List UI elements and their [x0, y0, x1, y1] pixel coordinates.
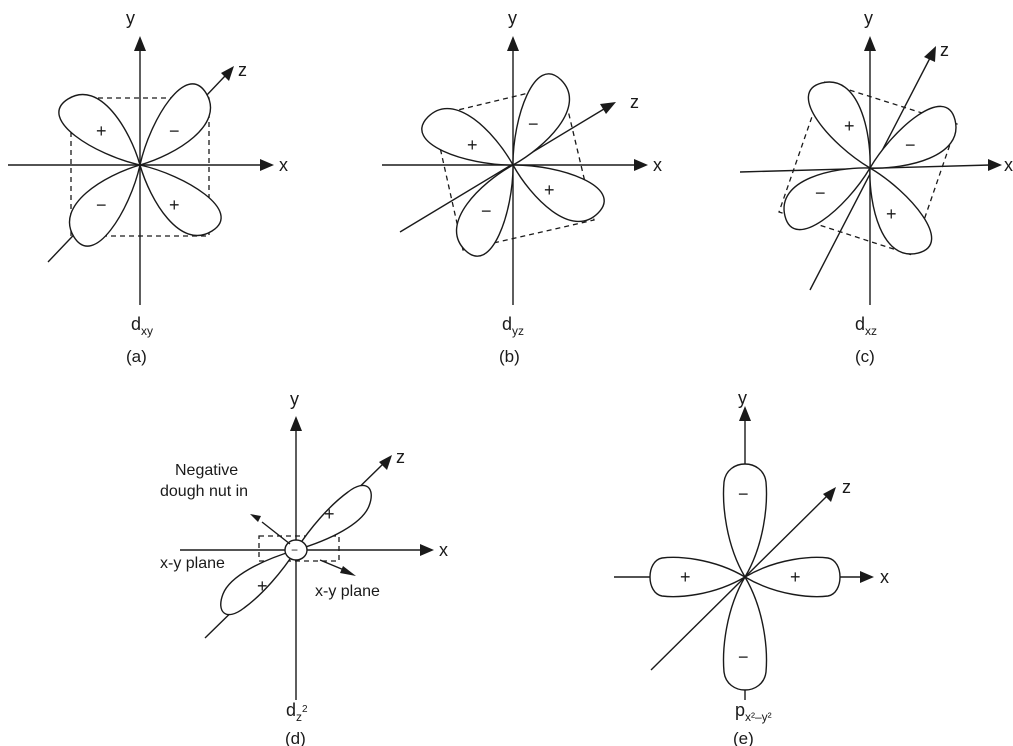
panel-c-y-label: y [864, 8, 873, 28]
panel-a-orbital-label: dxy [131, 314, 153, 338]
panel-d-lobe-upper [294, 484, 372, 552]
panel-b-sign-lower-left: − [481, 201, 492, 221]
panel-e-sign-right: + [790, 567, 801, 587]
panel-b-x-arrow-icon [634, 159, 648, 171]
panel-e-sign-up: − [738, 484, 749, 504]
panel-d-y-label: y [290, 389, 299, 409]
panel-a-sign-lower-right: + [169, 195, 180, 215]
panel-b-y-arrow-icon [507, 36, 519, 51]
panel-c-lobe-upper-left [792, 75, 893, 169]
panel-d-note-right: x-y plane [315, 583, 380, 600]
panel-c-dashed-box [778, 81, 958, 256]
panel-d-note-line-2: dough nut in [160, 483, 248, 500]
panel-d-note-arrow-lower-icon [340, 566, 356, 576]
panel-e-sign-left: + [680, 567, 691, 587]
panel-e-lobe-up [722, 463, 768, 579]
panel-d-note-pointer-upper [261, 521, 291, 545]
panel-d-x-arrow-icon [420, 544, 434, 556]
panel-e-y-arrow-icon [739, 406, 751, 421]
panel-c-dxz: + − − + x y z dxz (c) [739, 8, 1013, 366]
panel-b-z-axis [399, 108, 605, 233]
panel-d-note-line-1: Negative [175, 462, 238, 479]
panel-e-lobe-right [743, 556, 841, 598]
panel-e-lobe-down [722, 575, 768, 691]
panel-c-caption: (c) [855, 347, 875, 366]
panel-d-note-pointer-lower [319, 559, 345, 571]
panel-d-x-label: x [439, 540, 448, 560]
panel-a-caption: (a) [126, 347, 147, 366]
panel-c-orbital-label: dxz [855, 314, 877, 338]
panel-e-caption: (e) [733, 729, 754, 746]
panel-b-sign-upper-right: − [528, 114, 539, 134]
panel-d-sign-upper: + [324, 504, 335, 524]
panel-a-dashed-box [70, 97, 210, 237]
panel-e-lobe-left [649, 556, 747, 598]
panel-b-sign-lower-right: + [544, 180, 555, 200]
panel-d-y-arrow-icon [290, 416, 302, 431]
panel-c-sign-upper-right: − [905, 135, 916, 155]
panel-c-lobe-upper-right [869, 90, 963, 191]
panel-d-donut-sign: − [291, 543, 298, 557]
panel-c-z-arrow-icon [924, 46, 936, 62]
panel-d-sign-lower: + [257, 576, 268, 596]
panel-e-sign-down: − [738, 647, 749, 667]
panel-c-lobe-lower-right [847, 167, 948, 261]
panel-d-donut-ring [284, 539, 308, 561]
panel-e-z-label: z [842, 477, 851, 497]
panel-c-z-label: z [940, 40, 949, 60]
panel-c-sign-lower-left: − [815, 183, 826, 203]
panel-c-sign-lower-right: + [886, 204, 897, 224]
panel-c-sign-upper-left: + [844, 116, 855, 136]
panel-a-sign-upper-right: − [169, 121, 180, 141]
panel-e-orbital-label: px²–y² [735, 700, 772, 724]
panel-c-x-label: x [1004, 155, 1013, 175]
panel-b-dyz: + − − + x y z dyz (b) [382, 8, 662, 366]
panel-b-orbital-label: dyz [502, 314, 524, 338]
panel-d-orbital-label: dz2 [286, 700, 308, 724]
panel-e-x-arrow-icon [860, 571, 874, 583]
panel-d-z-label: z [396, 447, 405, 467]
panel-c-x-arrow-icon [988, 159, 1002, 171]
panel-c-y-arrow-icon [864, 36, 876, 51]
panel-a-dxy: + − − + x y z dxy (a) [8, 8, 288, 366]
panel-a-sign-lower-left: − [96, 195, 107, 215]
panel-e-y-label: y [738, 388, 747, 408]
panel-a-sign-upper-left: + [96, 121, 107, 141]
panel-b-dashed-box [432, 84, 595, 251]
panel-a-y-label: y [126, 8, 135, 28]
panel-a-z-label: z [238, 60, 247, 80]
panel-e-x-label: x [880, 567, 889, 587]
panel-d-dz2: − + + Negative dough nut in x-y plane x-… [160, 389, 448, 746]
panel-d-lobe-lower [220, 548, 298, 616]
panel-a-x-arrow-icon [260, 159, 274, 171]
panel-e-px2y2: − − + + x y z px²–y² (e) [614, 388, 889, 746]
panel-a-x-label: x [279, 155, 288, 175]
panel-d-z-arrow-icon [379, 455, 392, 470]
panel-b-lobe-upper-left [417, 95, 514, 184]
panel-d-note-left: x-y plane [160, 555, 225, 572]
panel-a-y-arrow-icon [134, 36, 146, 51]
panel-b-z-label: z [630, 92, 639, 112]
panel-b-x-label: x [653, 155, 662, 175]
panel-b-caption: (b) [499, 347, 520, 366]
panel-b-y-label: y [508, 8, 517, 28]
panel-a-z-arrow-icon [221, 66, 234, 81]
panel-a-lobe-lower-right [139, 164, 222, 237]
panel-b-z-arrow-icon [600, 102, 616, 114]
panel-d-note-arrow-upper-icon [250, 514, 261, 522]
panel-e-z-arrow-icon [823, 487, 836, 502]
panel-d-caption: (d) [285, 729, 306, 746]
panel-e-z-axis [650, 495, 828, 671]
panel-d-dashed-box [258, 535, 340, 562]
panel-b-sign-upper-left: + [467, 135, 478, 155]
